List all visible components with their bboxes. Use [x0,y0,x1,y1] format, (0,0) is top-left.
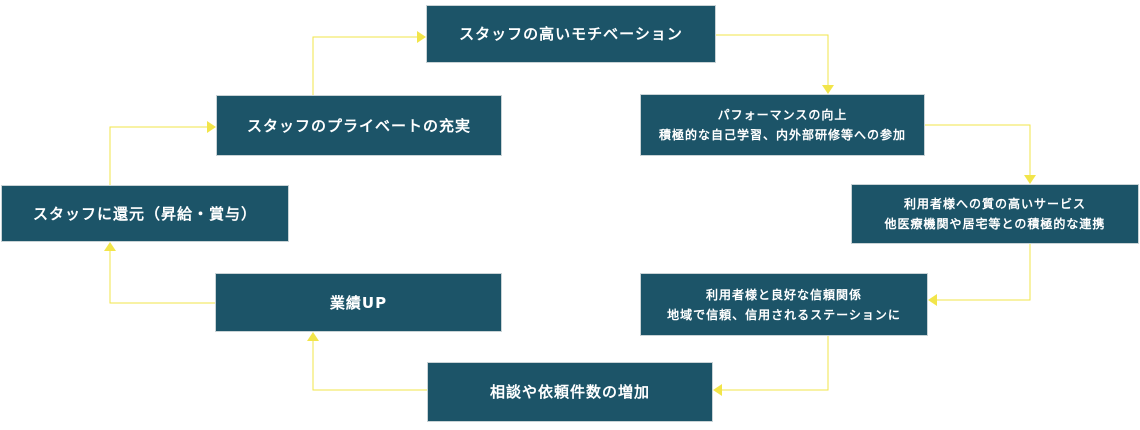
box-trust-line2: 地域で信頼、信用されるステーションに [667,307,901,322]
arrowhead-7-8 [207,121,216,133]
box-performance-line1: パフォーマンスの向上 [717,108,848,122]
connector-2-3 [925,124,1031,175]
box-trust-line1: 利用者様と良好な信頼関係 [705,287,862,302]
box-staff-reward-label: スタッフに還元（昇給・賞与） [32,204,257,223]
connector-3-4 [937,244,1031,301]
connector-6-7 [109,251,215,304]
box-trust-relationship: 利用者様と良好な信頼関係 地域で信頼、信用されるステーションに [640,273,928,336]
arrowhead-5-6 [307,332,319,341]
connector-5-6 [312,341,427,391]
arrowhead-8-1 [417,31,426,43]
box-staff-reward: スタッフに還元（昇給・賞与） [1,185,289,242]
box-performance-up: 業績UP [215,273,502,332]
box-performance-line2: 積極的な自己学習、内外部研修等への参加 [658,128,906,142]
box-quality-service: 利用者様への質の高いサービス 他医療機関や居宅等との積極的な連携 [851,184,1139,244]
arrowhead-4-5 [713,384,722,396]
box-private-life: スタッフのプライベートの充実 [216,95,502,156]
arrowhead-2-3 [1024,175,1036,184]
box-private-life-label: スタッフのプライベートの充実 [246,116,471,135]
arrowhead-3-4 [928,294,937,306]
connector-1-2 [716,34,829,85]
box-performance-up-label: 業績UP [329,293,388,312]
box-consultation-increase: 相談や依頼件数の増加 [427,362,713,422]
box-quality-service-line1: 利用者様への質の高いサービス [903,197,1086,211]
connector-4-5 [722,336,829,391]
box-staff-motivation: スタッフの高いモチベーション [426,5,716,63]
arrowhead-6-7 [104,242,116,251]
box-staff-motivation-label: スタッフの高いモチベーション [459,25,683,43]
box-consultation-label: 相談や依頼件数の増加 [489,383,650,401]
connector-8-1 [312,36,417,95]
box-performance-improvement: パフォーマンスの向上 積極的な自己学習、内外部研修等への参加 [640,94,925,156]
arrowhead-1-2 [822,85,834,94]
connector-7-8 [109,126,207,185]
box-quality-service-line2: 他医療機関や居宅等との積極的な連携 [884,217,1106,231]
